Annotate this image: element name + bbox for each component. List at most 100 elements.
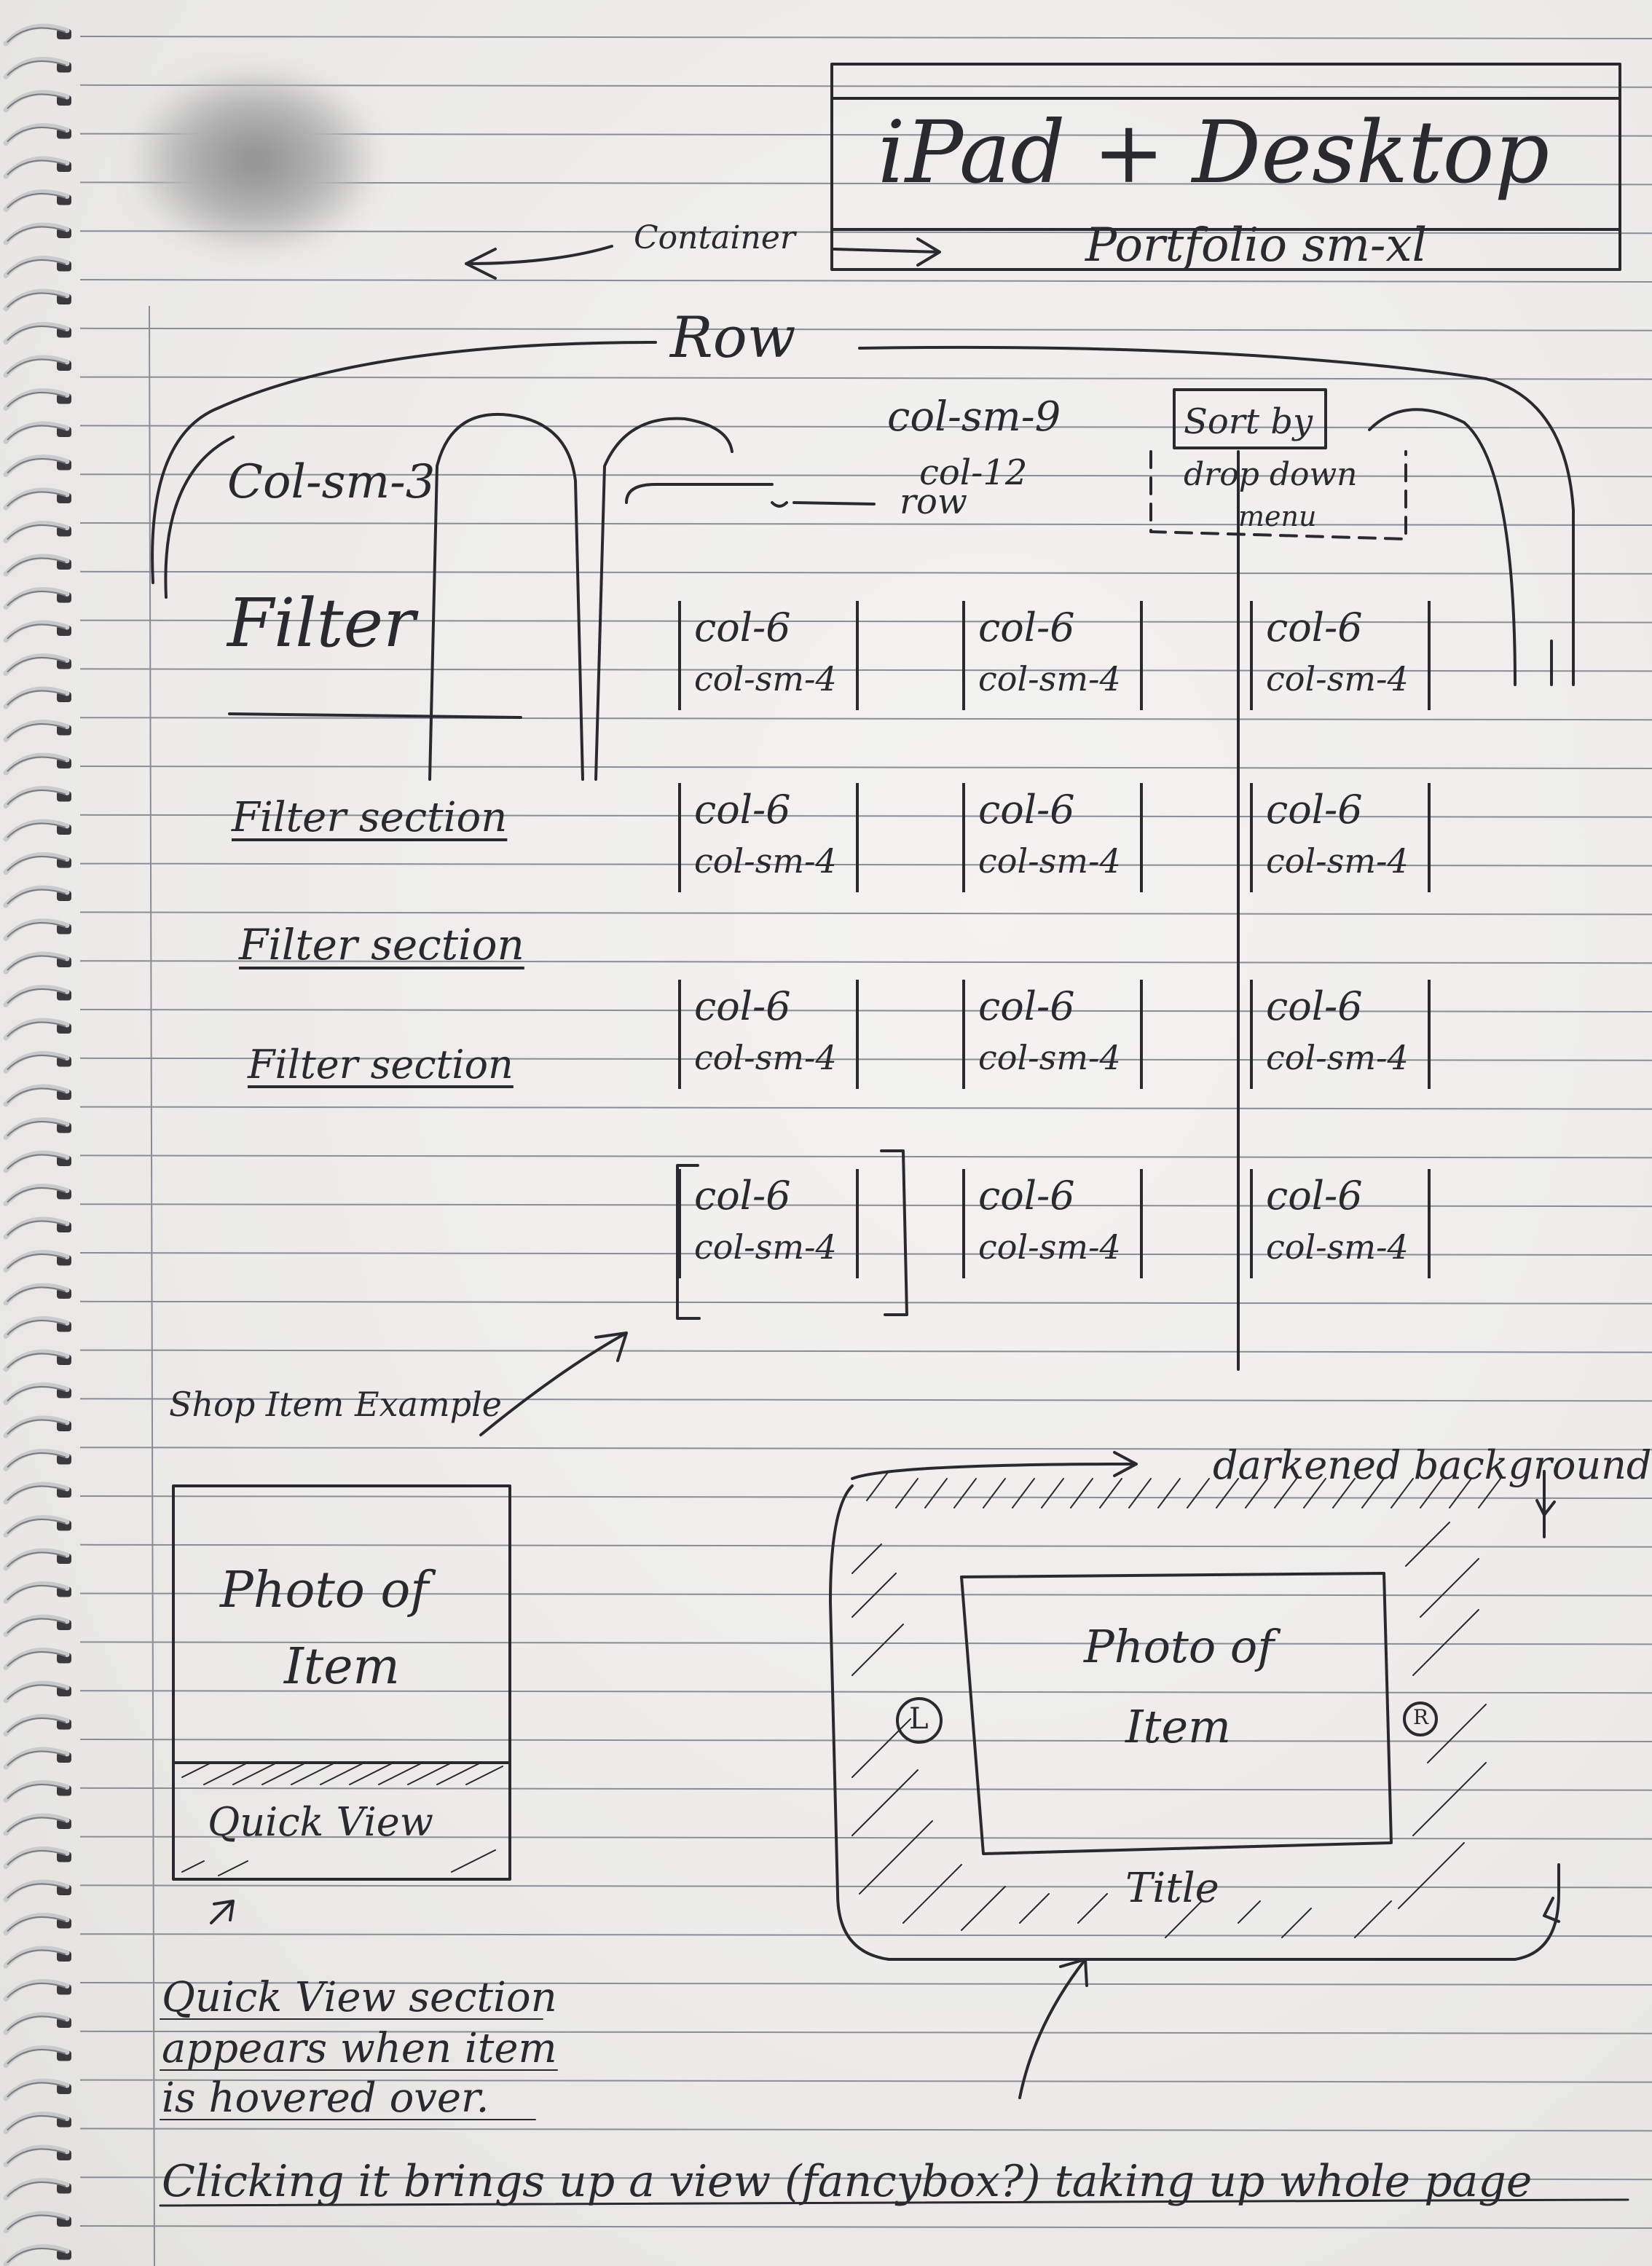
spiral-coil-shade xyxy=(7,1121,66,1137)
prev-arrow-button[interactable]: L xyxy=(909,1702,929,1736)
spiral-coil-shade xyxy=(7,524,66,540)
spiral-coil-shade xyxy=(7,193,66,209)
cell-left-edge xyxy=(678,783,681,892)
spiral-coil-shade xyxy=(7,93,66,109)
ruled-line xyxy=(79,2128,1652,2132)
spiral-coil-shade xyxy=(7,1286,66,1302)
grid-cell: col-6 col-sm-4 xyxy=(674,1169,863,1278)
ruled-line xyxy=(79,717,1652,721)
spiral-coil-shade xyxy=(7,2049,66,2065)
spiral-coil-shade xyxy=(7,1784,66,1800)
blurred-area xyxy=(135,69,375,251)
ruled-line xyxy=(79,1447,1652,1451)
dropdown-box xyxy=(1149,450,1407,540)
right-arrow-circle xyxy=(1403,1702,1438,1736)
cell-class-sm: col-sm-4 xyxy=(694,841,837,881)
spiral-coil-shade xyxy=(7,1353,66,1369)
cell-class-sm: col-sm-4 xyxy=(978,1227,1121,1267)
cell-class-xs: col-6 xyxy=(694,1173,791,1219)
shop-item-photo-label-2: Item xyxy=(284,1638,400,1696)
margin-line xyxy=(149,305,155,2266)
ruled-line xyxy=(79,862,1652,867)
spiral-coil-shade xyxy=(7,1254,66,1270)
spiral-coil-shade xyxy=(7,2082,66,2098)
ruled-line xyxy=(79,1543,1652,1548)
cell-right-edge xyxy=(856,783,859,892)
spiral-coil-shade xyxy=(7,2248,66,2264)
spiral-coil-shade xyxy=(7,988,66,1004)
spiral-coil-shade xyxy=(7,1551,66,1567)
cell-right-edge xyxy=(856,601,859,710)
spiral-coil-shade xyxy=(7,790,66,806)
ruled-line xyxy=(79,619,1652,623)
lightbox-photo-label-2: Item xyxy=(1125,1700,1231,1753)
cell-left-edge xyxy=(962,601,965,710)
ruled-line xyxy=(79,1641,1652,1645)
cell-left-edge xyxy=(1250,980,1253,1089)
spiral-coil-shade xyxy=(7,1519,66,1535)
spiral-coil-shade xyxy=(7,1883,66,1899)
spiral-coil-shade xyxy=(7,591,66,607)
ruled-line xyxy=(79,522,1652,526)
lightbox-title: Title xyxy=(1125,1865,1219,1912)
left-arrow-circle xyxy=(896,1697,943,1744)
cell-right-edge xyxy=(1428,783,1431,892)
ruled-line xyxy=(79,1495,1652,1499)
ruled-line xyxy=(79,425,1652,429)
cell-right-edge xyxy=(1140,783,1143,892)
shop-item-card xyxy=(172,1484,511,1881)
cell-class-sm: col-sm-4 xyxy=(694,1227,837,1267)
cell-right-edge xyxy=(856,980,859,1089)
quick-view-button[interactable]: Quick View xyxy=(208,1799,433,1845)
shop-item-photo-label: Photo of xyxy=(220,1562,429,1619)
ruled-line xyxy=(79,1398,1652,1402)
row-bracket xyxy=(151,341,1575,686)
spiral-coil-shade xyxy=(7,292,66,308)
cell-left-edge xyxy=(678,980,681,1089)
lightbox-arrow xyxy=(1018,1958,1088,2099)
sort-by-label: Sort by xyxy=(1184,401,1313,442)
spiral-coil-shade xyxy=(7,491,66,507)
spiral-coil-shade xyxy=(7,657,66,673)
darkened-background-hatch xyxy=(851,1471,1501,1938)
inner-row-label: row xyxy=(900,481,967,522)
col-sm-3-label: Col-sm-3 xyxy=(227,455,436,509)
spiral-coil-shade xyxy=(7,557,66,573)
page-subtitle: Portfolio sm-xl xyxy=(1085,219,1428,272)
ruled-line xyxy=(79,2079,1652,2083)
spiral-coil-shade xyxy=(7,1055,66,1071)
cell-class-sm: col-sm-4 xyxy=(1266,841,1409,881)
cell-class-xs: col-6 xyxy=(1266,605,1363,650)
cell-left-edge xyxy=(1250,783,1253,892)
spiral-coil-shade xyxy=(7,723,66,739)
next-arrow-button[interactable]: R xyxy=(1413,1705,1429,1729)
lightbox-photo xyxy=(960,1572,1393,1855)
cell-class-sm: col-sm-4 xyxy=(694,1038,837,1077)
spiral-coil-shade xyxy=(7,2015,66,2031)
cell-left-edge xyxy=(1250,601,1253,710)
spiral-coil-shade xyxy=(7,1684,66,1700)
ruled-line xyxy=(79,1933,1652,1937)
spiral-coil-shade xyxy=(7,1485,66,1501)
cell-class-sm: col-sm-4 xyxy=(694,659,837,699)
ruled-line xyxy=(79,570,1652,575)
ruled-line xyxy=(79,1106,1652,1110)
spiral-coil-shade xyxy=(7,1419,66,1435)
spiral-coil-shade xyxy=(7,2214,66,2230)
cell-class-sm: col-sm-4 xyxy=(1266,659,1409,699)
ruled-line xyxy=(79,1592,1652,1597)
spiral-coil-shade xyxy=(7,1718,66,1734)
cell-left-edge xyxy=(962,783,965,892)
spiral-coil-shade xyxy=(7,2148,66,2164)
ruled-line xyxy=(79,1300,1652,1305)
dropdown-label: drop down xyxy=(1184,456,1358,493)
container-label: Container xyxy=(634,219,795,256)
cell-class-sm: col-sm-4 xyxy=(978,841,1121,881)
spiral-coil-shade xyxy=(7,1087,66,1104)
spiral-coil-shade xyxy=(7,756,66,772)
